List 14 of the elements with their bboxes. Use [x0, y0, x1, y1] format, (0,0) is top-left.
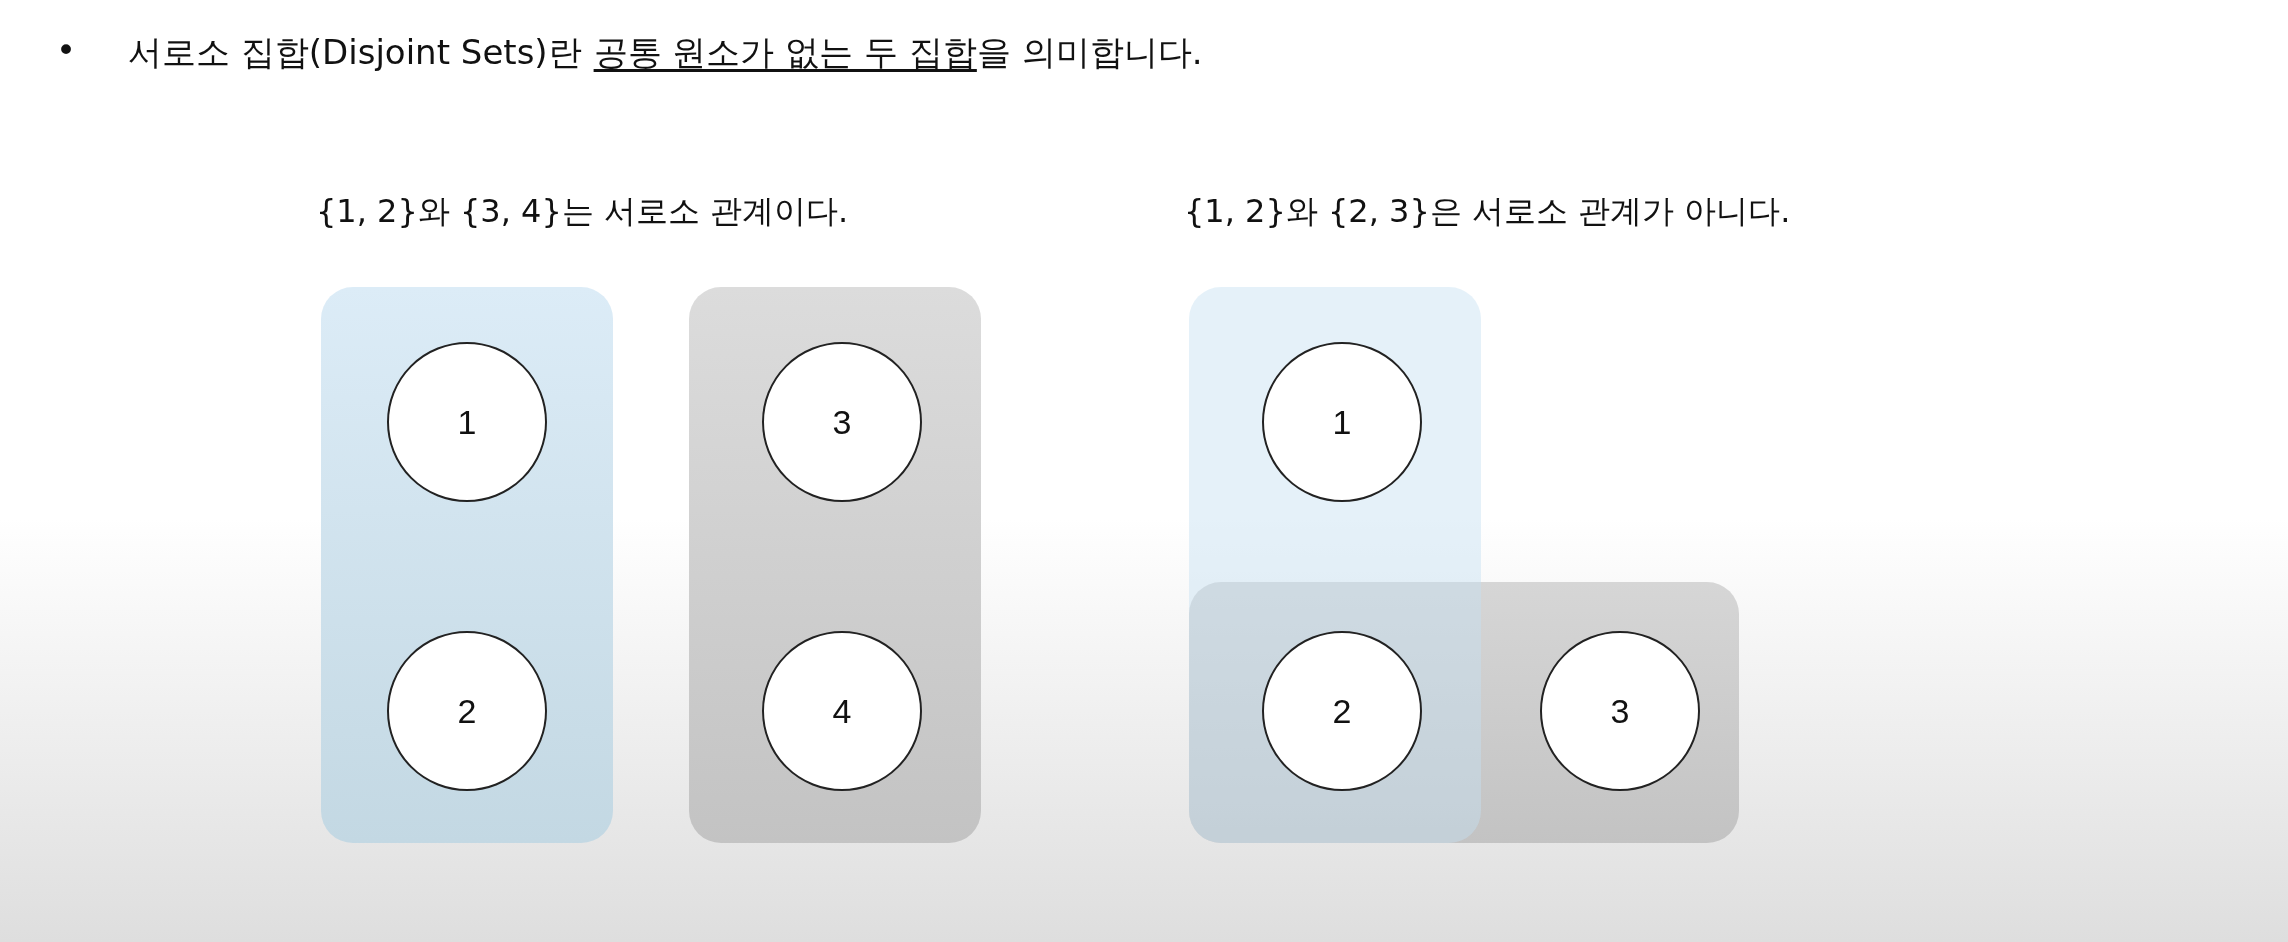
set-region	[689, 287, 981, 843]
element-circle: 2	[387, 631, 547, 791]
element-circle: 1	[387, 342, 547, 502]
element-circle: 1	[1262, 342, 1422, 502]
sentence-text: 서로소 집합(Disjoint Sets)란	[128, 31, 582, 74]
sentence-text: 을 의미합니다.	[976, 31, 1203, 74]
element-circle: 3	[762, 342, 922, 502]
element-circle: 4	[762, 631, 922, 791]
sentence-text: 공통 원소가 없는 두 집합	[593, 31, 977, 74]
element-circle: 3	[1540, 631, 1700, 791]
caption-text: {1, 2}와 {2, 3}은 서로소 관계가 아니다.	[1184, 191, 1791, 232]
caption-text: {1, 2}와 {3, 4}는 서로소 관계이다.	[316, 191, 849, 232]
set-region	[321, 287, 613, 843]
bullet-marker: •	[56, 30, 77, 70]
